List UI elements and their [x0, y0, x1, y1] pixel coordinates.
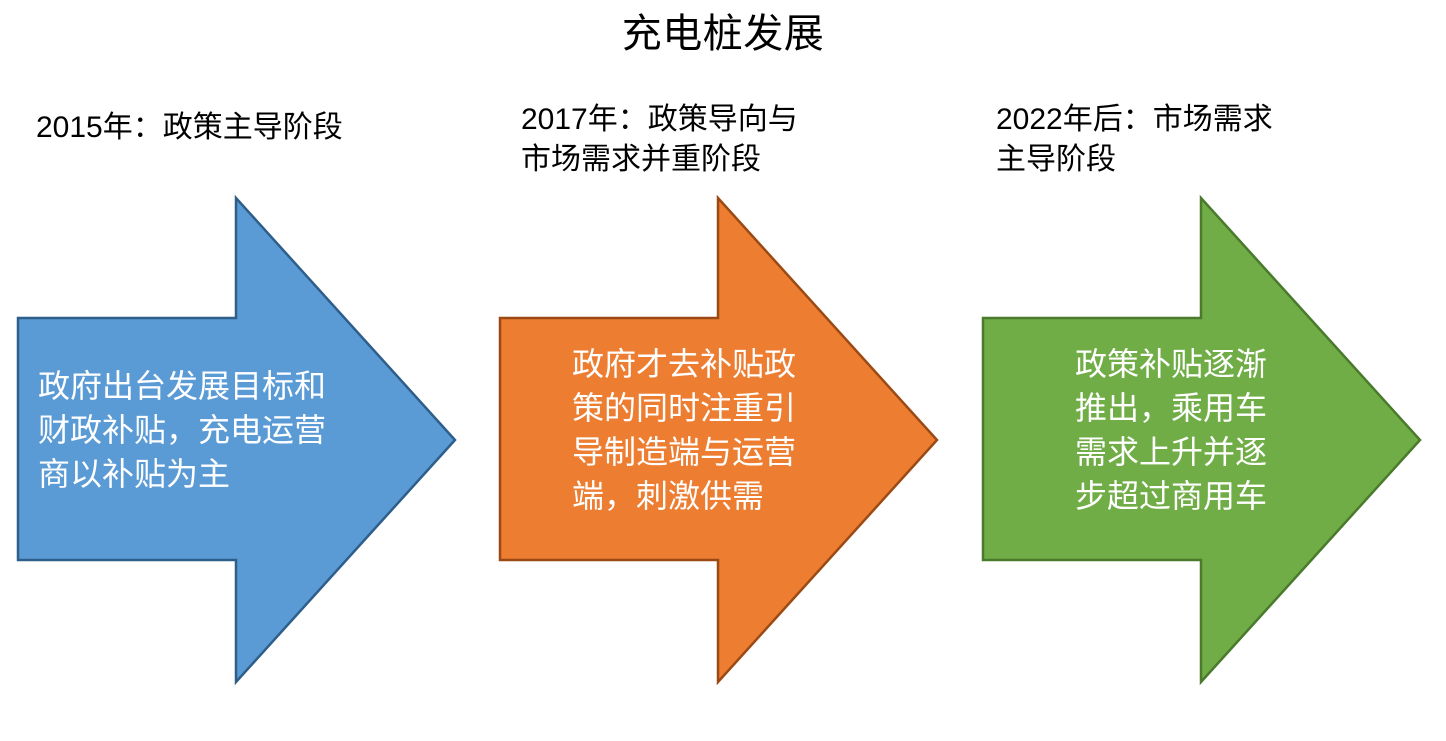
stage-body-2017: 政府才去补贴政 策的同时注重引 导制造端与运营 端，刺激供需 [572, 346, 797, 514]
right-arrow-icon [981, 194, 1422, 686]
stage-body-2022: 政策补贴逐渐 推出，乘用车 需求上升并逐 步超过商用车 [1075, 346, 1268, 514]
stage-body-2015: 政府出台发展目标和 财政补贴，充电运营 商以补贴为主 [38, 368, 327, 492]
stage-header-2017: 2017年：政策导向与 市场需求并重阶段 [521, 103, 798, 176]
page-title: 充电桩发展 [621, 12, 825, 56]
stage-arrow-2015[interactable]: 政府出台发展目标和 财政补贴，充电运营 商以补贴为主 [0, 190, 480, 690]
arrow-shape-2017 [498, 194, 939, 686]
stage-arrow-2017[interactable]: 政府才去补贴政 策的同时注重引 导制造端与运营 端，刺激供需 [482, 190, 962, 690]
right-arrow-icon [498, 194, 939, 686]
stage-header-2022: 2022年后：市场需求 主导阶段 [996, 103, 1273, 176]
arrow-shape-2015 [16, 194, 457, 686]
right-arrow-icon [16, 194, 457, 686]
stage-arrow-2022[interactable]: 政策补贴逐渐 推出，乘用车 需求上升并逐 步超过商用车 [965, 190, 1445, 690]
arrow-shape-2022 [981, 194, 1422, 686]
stage-header-2015: 2015年：政策主导阶段 [36, 111, 343, 144]
